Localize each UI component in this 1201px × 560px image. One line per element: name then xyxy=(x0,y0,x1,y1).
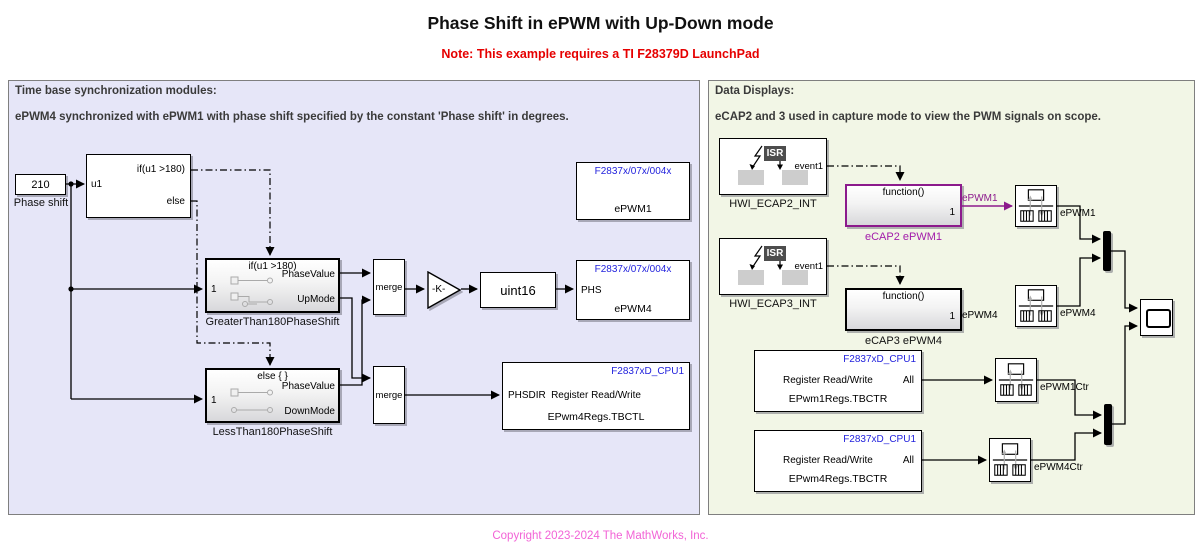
ecap3-function-label: function() xyxy=(882,291,925,302)
greater-upmode-port: UpMode xyxy=(297,294,335,305)
subsystem-preview-icon xyxy=(230,388,273,413)
epwm1-name: ePWM1 xyxy=(614,203,652,215)
constant-label: Phase shift xyxy=(13,197,69,209)
right-panel-description: eCAP2 and 3 used in capture mode to view… xyxy=(715,111,1101,123)
regrw-register: EPwm4Regs.TBCTL xyxy=(547,411,645,423)
ecap3-output-port: 1 xyxy=(949,311,955,322)
gain-block[interactable]: -K- xyxy=(427,270,462,310)
mux-signals[interactable] xyxy=(1103,231,1111,271)
cast-label: uint16 xyxy=(500,282,536,298)
merge-top-label: merge xyxy=(375,281,403,293)
less-phasevalue-port: PhaseValue xyxy=(281,381,335,392)
isr-block-icon xyxy=(738,145,808,185)
greater-label: GreaterThan180PhaseShift xyxy=(205,316,340,328)
model-note: Note: This example requires a TI F28379D… xyxy=(441,47,760,61)
subsystem-preview-icon xyxy=(230,276,273,307)
gain-label: -K- xyxy=(432,284,446,295)
regrw1-title: Register Read/Write xyxy=(783,375,873,386)
left-panel-header: Time base synchronization modules: xyxy=(15,85,217,97)
scope-block[interactable] xyxy=(1140,299,1173,336)
copyright-annotation: Copyright 2023-2024 The MathWorks, Inc. xyxy=(492,530,709,542)
isr-block-icon xyxy=(738,245,808,285)
less-header: else { } xyxy=(257,371,288,382)
hwi3-event1-port: event1 xyxy=(794,261,823,272)
register-rw-tbctl-block[interactable]: F2837xD_CPU1 PHSDIR Register Read/Write … xyxy=(502,362,690,430)
signal-label-epwm1-purple: ePWM1 xyxy=(962,193,998,204)
rate-transition-icon xyxy=(992,443,1028,476)
ecap2-epwm1-subsystem[interactable]: function() 1 xyxy=(845,184,962,227)
if-block[interactable]: u1 if(u1 >180) else xyxy=(86,154,191,218)
hwi-ecap3-int-block[interactable]: ISR event1 xyxy=(719,238,827,295)
less-label: LessThan180PhaseShift xyxy=(212,426,333,438)
scope-screen-icon xyxy=(1146,309,1171,328)
epwm1-block[interactable]: F2837x/07x/004x ePWM1 xyxy=(576,162,690,220)
regrw2-title: Register Read/Write xyxy=(783,455,873,466)
hwi-ecap2-label: HWI_ECAP2_INT xyxy=(729,198,817,210)
epwm4-chip-label: F2837x/07x/004x xyxy=(594,264,672,275)
merge-bottom-block[interactable]: merge xyxy=(373,366,405,424)
rate-transition-icon xyxy=(1018,189,1054,222)
less-input-port: 1 xyxy=(211,395,217,406)
less-than-180-subsystem[interactable]: else { } 1 PhaseValue DownMode xyxy=(205,368,340,423)
greater-phasevalue-port: PhaseValue xyxy=(281,269,335,280)
ecap2-function-label: function() xyxy=(882,187,925,198)
epwm1-chip-label: F2837x/07x/004x xyxy=(594,166,672,177)
if-output-port: if(u1 >180) xyxy=(136,164,185,175)
else-output-port: else xyxy=(166,196,185,207)
rate-transition-epwm1ctr-block[interactable] xyxy=(995,358,1037,402)
if-input-port: u1 xyxy=(91,179,103,190)
mux-counters[interactable] xyxy=(1104,404,1112,445)
ecap2-label: eCAP2 ePWM1 xyxy=(864,231,943,243)
less-downmode-port: DownMode xyxy=(284,406,335,417)
data-type-conversion-block[interactable]: uint16 xyxy=(480,272,556,308)
signal-label-epwm1ctr: ePWM1Ctr xyxy=(1040,382,1089,393)
gain-triangle-icon xyxy=(427,270,462,310)
isr-badge: ISR xyxy=(764,146,786,161)
rate-transition-epwm4ctr-block[interactable] xyxy=(989,438,1031,482)
constant-value: 210 xyxy=(31,179,50,191)
regrw2-chip-label: F2837xD_CPU1 xyxy=(843,434,916,445)
signal-label-epwm1: ePWM1 xyxy=(1060,208,1096,219)
register-rw-epwm1-tbctr-block[interactable]: F2837xD_CPU1 Register Read/Write All EPw… xyxy=(754,350,922,412)
rate-transition-icon xyxy=(1018,289,1054,322)
epwm4-phs-port: PHS xyxy=(581,285,602,296)
ecap3-epwm4-subsystem[interactable]: function() 1 xyxy=(845,288,962,331)
regrw1-all-port: All xyxy=(902,375,914,386)
ecap3-label: eCAP3 ePWM4 xyxy=(864,335,943,347)
epwm4-name: ePWM4 xyxy=(614,303,652,315)
regrw-chip-label: F2837xD_CPU1 xyxy=(611,366,684,377)
regrw1-chip-label: F2837xD_CPU1 xyxy=(843,354,916,365)
rate-transition-icon xyxy=(998,363,1034,396)
signal-label-epwm4: ePWM4 xyxy=(1060,308,1096,319)
greater-input-port: 1 xyxy=(211,284,217,295)
regrw2-all-port: All xyxy=(902,455,914,466)
rate-transition-epwm1-block[interactable] xyxy=(1015,185,1057,227)
hwi-ecap2-int-block[interactable]: ISR event1 xyxy=(719,138,827,195)
epwm4-block[interactable]: F2837x/07x/004x PHS ePWM4 xyxy=(576,260,690,320)
signal-label-epwm4-out: ePWM4 xyxy=(962,310,998,321)
merge-top-block[interactable]: merge xyxy=(373,259,405,315)
model-title: Phase Shift in ePWM with Up-Down mode xyxy=(427,13,774,33)
regrw-title: Register Read/Write xyxy=(551,390,641,401)
hwi2-event1-port: event1 xyxy=(794,161,823,172)
register-rw-epwm4-tbctr-block[interactable]: F2837xD_CPU1 Register Read/Write All EPw… xyxy=(754,430,922,492)
isr-badge: ISR xyxy=(764,246,786,261)
regrw1-register: EPwm1Regs.TBCTR xyxy=(788,393,888,405)
greater-than-180-subsystem[interactable]: if(u1 >180) 1 PhaseValue UpMode xyxy=(205,258,340,313)
constant-block[interactable]: 210 xyxy=(15,174,66,195)
right-panel-header: Data Displays: xyxy=(715,85,795,97)
rate-transition-epwm4-block[interactable] xyxy=(1015,285,1057,327)
regrw-phsdir-port: PHSDIR xyxy=(508,390,546,401)
ecap2-output-port: 1 xyxy=(949,207,955,218)
merge-bottom-label: merge xyxy=(375,389,403,401)
hwi-ecap3-label: HWI_ECAP3_INT xyxy=(729,298,817,310)
greater-header: if(u1 >180) xyxy=(248,261,297,272)
regrw2-register: EPwm4Regs.TBCTR xyxy=(788,473,888,485)
signal-label-epwm4ctr: ePWM4Ctr xyxy=(1034,462,1083,473)
left-panel-description: ePWM4 synchronized with ePWM1 with phase… xyxy=(15,111,569,123)
